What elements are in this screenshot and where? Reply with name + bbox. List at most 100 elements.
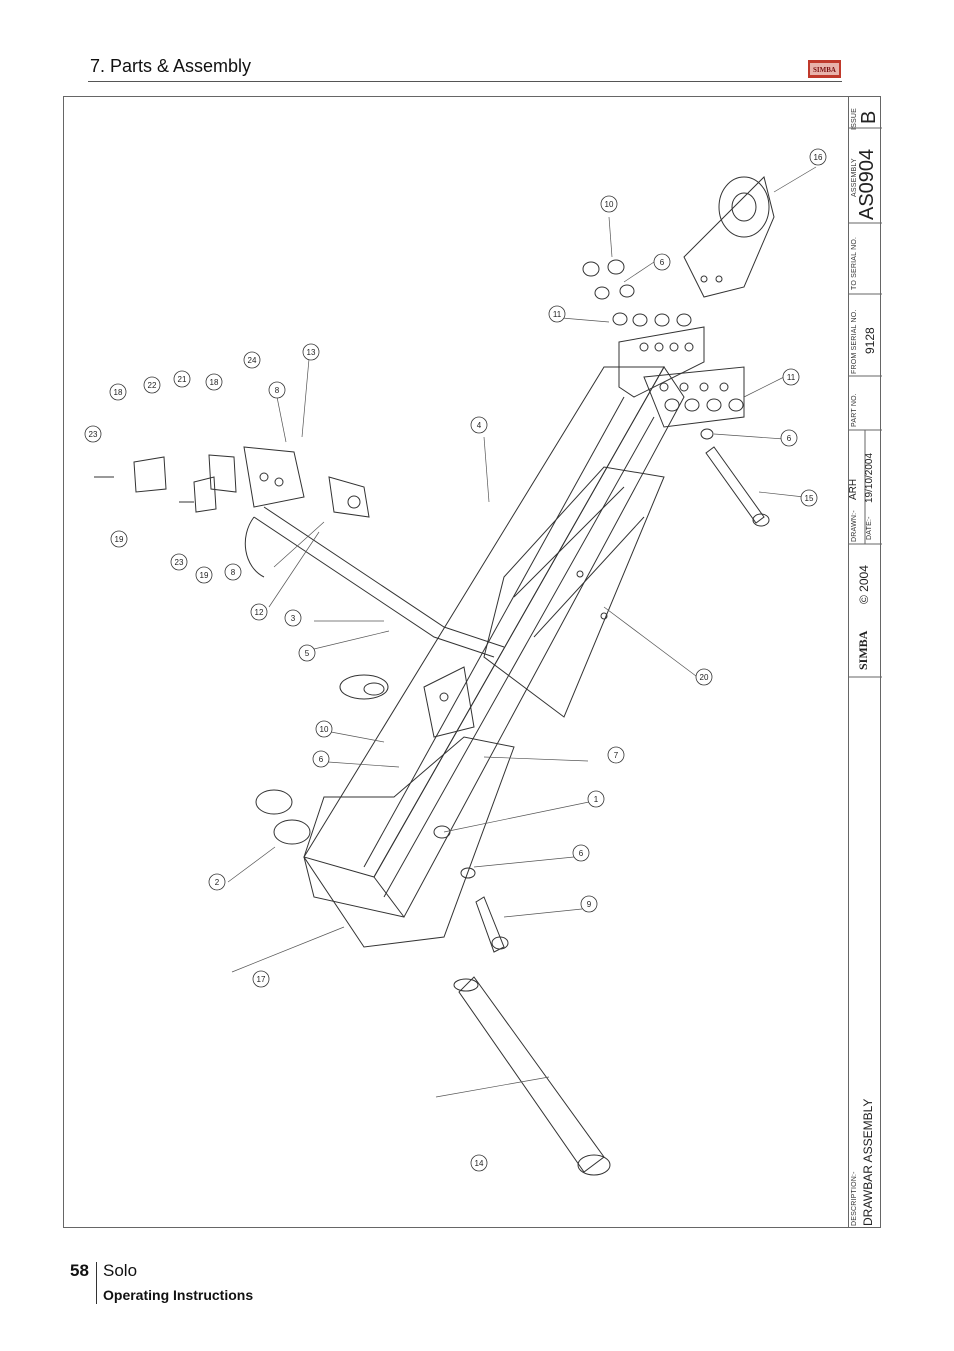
- callout-13: 13: [302, 343, 320, 361]
- callout-17: 17: [252, 970, 270, 988]
- callout-6b: 6: [780, 429, 798, 447]
- svg-text:11: 11: [787, 373, 796, 382]
- part-no-label: PART NO.: [851, 393, 858, 427]
- svg-text:15: 15: [805, 494, 814, 503]
- callout-2: 2: [208, 873, 226, 891]
- product-name: Solo: [103, 1261, 138, 1280]
- simba-logo: SIMBA: [808, 60, 841, 78]
- callout-8b: 8: [224, 563, 242, 581]
- callout-23a: 23: [84, 425, 102, 443]
- callout-10b: 10: [315, 720, 333, 738]
- side-plate-lower: [303, 674, 515, 948]
- svg-text:8: 8: [231, 568, 236, 577]
- svg-text:18: 18: [114, 388, 123, 397]
- footer-divider: [96, 1262, 97, 1304]
- callout-21: 21: [173, 370, 191, 388]
- svg-text:19: 19: [115, 535, 124, 544]
- towing-eye: [683, 176, 775, 298]
- drawbar-beam: [303, 366, 685, 918]
- svg-text:18: 18: [210, 378, 219, 387]
- drawn-label: DRAWN:-: [851, 510, 858, 542]
- callout-15: 15: [800, 489, 818, 507]
- copyright: © 2004: [857, 565, 871, 604]
- valve-and-clamps: [94, 446, 370, 518]
- callout-18b: 18: [205, 373, 223, 391]
- assembly-value: AS0904: [856, 148, 878, 220]
- bushings: [612, 312, 744, 412]
- to-serial-label: TO SERIAL NO.: [851, 236, 858, 290]
- bracket-plates: [618, 326, 745, 428]
- drawbar-exploded-diagram: [94, 166, 817, 1176]
- svg-text:5: 5: [305, 649, 310, 658]
- callout-19b: 19: [195, 566, 213, 584]
- svg-text:12: 12: [255, 608, 264, 617]
- callout-11a: 11: [548, 305, 566, 323]
- drawing-frame: [63, 96, 881, 1228]
- footer-subtitle: Operating Instructions: [103, 1287, 254, 1303]
- description-value: DRAWBAR ASSEMBLY: [861, 1098, 875, 1226]
- hitch-bracket: [423, 666, 509, 953]
- pin-14: [453, 976, 611, 1176]
- svg-text:2: 2: [215, 878, 220, 887]
- hydraulic-pipe: [244, 506, 505, 658]
- svg-text:SIMBA: SIMBA: [813, 66, 836, 74]
- svg-text:21: 21: [178, 375, 187, 384]
- from-serial-value: 9128: [863, 327, 877, 354]
- from-serial-label: FROM SERIAL NO.: [851, 309, 858, 374]
- bolt-15: [705, 446, 770, 527]
- svg-text:16: 16: [814, 153, 823, 162]
- callout-6a: 6: [653, 253, 671, 271]
- callout-11b: 11: [782, 368, 800, 386]
- svg-text:14: 14: [475, 1159, 484, 1168]
- section-title: 7. Parts & Assembly: [90, 56, 252, 76]
- callout-4: 4: [470, 416, 488, 434]
- svg-text:1: 1: [594, 795, 599, 804]
- svg-text:17: 17: [257, 975, 266, 984]
- date-label: DATE:-: [866, 516, 873, 540]
- svg-text:7: 7: [614, 751, 619, 760]
- svg-text:3: 3: [291, 614, 296, 623]
- svg-text:6: 6: [579, 849, 584, 858]
- header-rule: [88, 81, 842, 82]
- callout-3: 3: [284, 609, 302, 627]
- callout-24: 24: [243, 351, 261, 369]
- svg-text:6: 6: [319, 755, 324, 764]
- svg-text:23: 23: [175, 558, 184, 567]
- svg-text:10: 10: [605, 200, 614, 209]
- svg-text:4: 4: [477, 421, 482, 430]
- svg-text:22: 22: [148, 381, 157, 390]
- drawn-value: ARH: [848, 478, 859, 500]
- svg-text:23: 23: [89, 430, 98, 439]
- description-label: DESCRIPTION:-: [851, 1171, 858, 1226]
- callout-22: 22: [143, 376, 161, 394]
- svg-text:8: 8: [275, 386, 280, 395]
- callout-5: 5: [298, 644, 316, 662]
- svg-text:6: 6: [787, 434, 792, 443]
- simba-brand: SIMBA: [856, 630, 870, 670]
- page-number: 58: [70, 1261, 89, 1280]
- svg-text:13: 13: [307, 348, 316, 357]
- callout-9: 9: [580, 895, 598, 913]
- svg-text:9: 9: [587, 900, 592, 909]
- callout-19a: 19: [110, 530, 128, 548]
- callout-6c: 6: [312, 750, 330, 768]
- callout-10a: 10: [600, 195, 618, 213]
- svg-text:20: 20: [700, 673, 709, 682]
- svg-text:24: 24: [248, 356, 257, 365]
- date-value: 19/10/2004: [864, 452, 875, 503]
- callout-23b: 23: [170, 553, 188, 571]
- nuts-and-washers-top: [582, 259, 714, 440]
- deck-plate: [483, 466, 665, 718]
- callout-12: 12: [250, 603, 268, 621]
- svg-text:19: 19: [200, 571, 209, 580]
- large-nuts: [255, 789, 311, 845]
- callout-8a: 8: [268, 381, 286, 399]
- title-block: [848, 97, 882, 1228]
- leader-lines: [227, 166, 817, 1098]
- issue-label: ISSUE: [851, 107, 858, 130]
- svg-text:10: 10: [320, 725, 329, 734]
- callout-7: 7: [607, 746, 625, 764]
- callout-20: 20: [695, 668, 713, 686]
- svg-text:11: 11: [553, 310, 562, 319]
- callout-1: 1: [587, 790, 605, 808]
